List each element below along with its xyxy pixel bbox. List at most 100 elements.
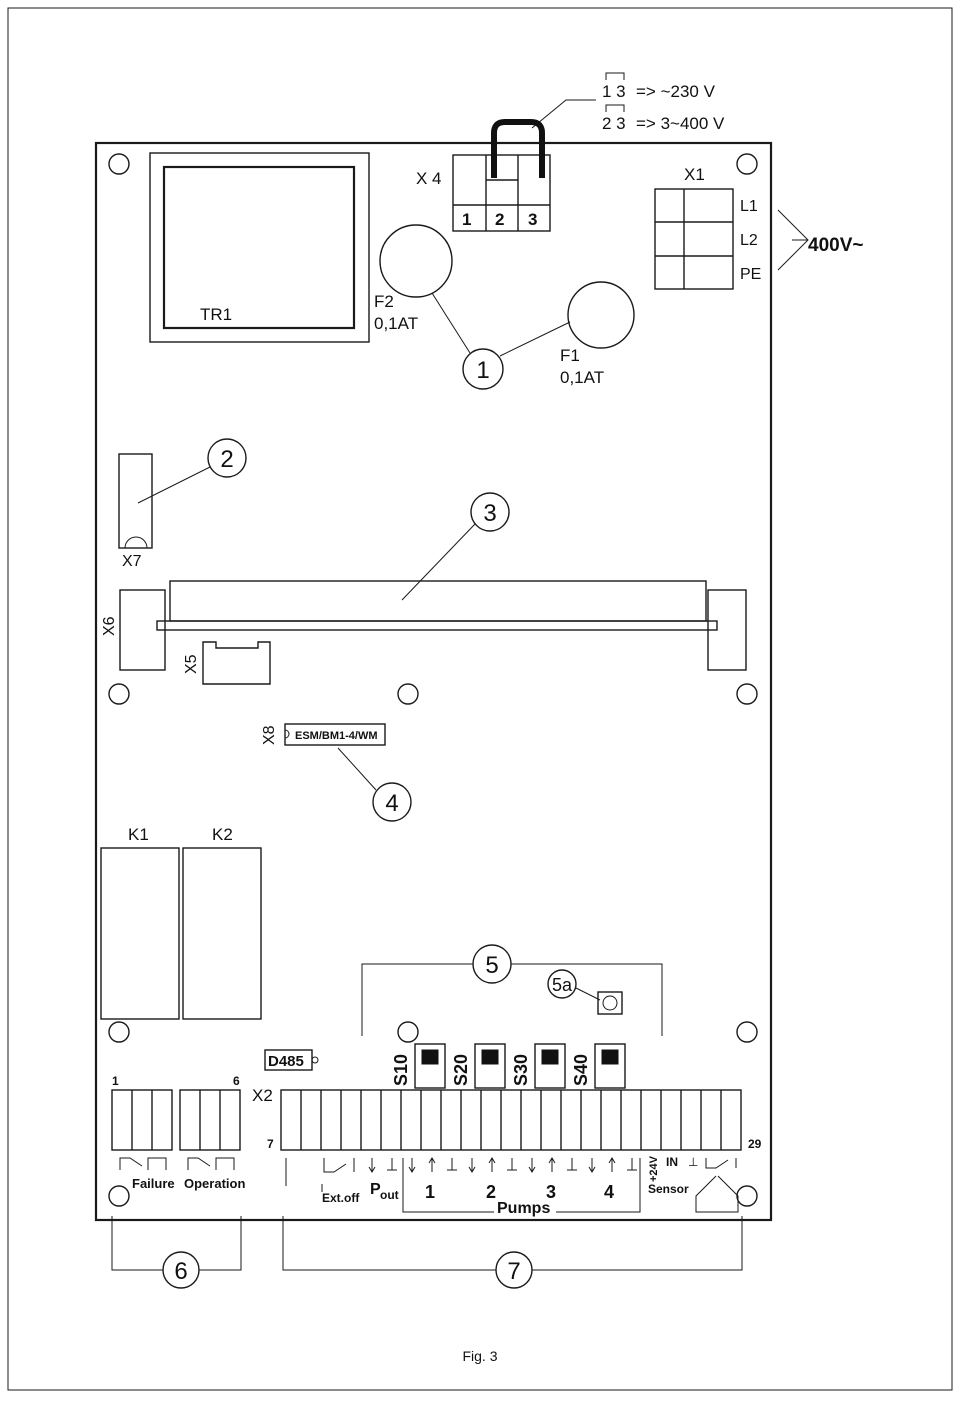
jumper-legend: 1 3 => ~230 V 2 3 => 3~400 V (531, 72, 725, 133)
f2-rating: 0,1AT (374, 314, 418, 333)
relay-k2 (182, 847, 262, 1020)
x4-pin-1: 1 (462, 210, 471, 229)
mounting-hole (736, 683, 758, 705)
mounting-hole (108, 153, 130, 175)
mounting-hole (736, 1185, 758, 1207)
supply-voltage-label: 400V~ (808, 235, 863, 256)
callout-1: 1 (476, 357, 489, 384)
output-arrow (588, 1158, 596, 1173)
callout-6: 6 (174, 1258, 187, 1285)
connector-x8: X8 ESM/BM1-4/WM 4 (261, 723, 412, 822)
ground-mark (507, 1158, 517, 1171)
switch-s20-label: S20 (451, 1054, 471, 1086)
circuit-board (94, 141, 773, 1222)
k2-label: K2 (212, 825, 233, 844)
switch-group: 5 5a (361, 944, 663, 1036)
f1-label: F1 (560, 346, 580, 365)
x4-label: X 4 (416, 169, 442, 188)
connector-d485: D485 (264, 1049, 319, 1071)
output-arrow (468, 1158, 476, 1173)
x5-label: X5 (183, 654, 200, 674)
terminal-29-label: 29 (748, 1137, 762, 1151)
page-frame (7, 7, 953, 1391)
jumper-pins-1: 1 3 (602, 82, 626, 101)
switch-s20 (474, 1043, 506, 1089)
terminal-7-label: 7 (267, 1137, 274, 1151)
input-arrow (488, 1157, 496, 1172)
x8-label: X8 (261, 725, 278, 745)
terminal-1-label: 1 (112, 1074, 119, 1088)
fuses: F2 0,1AT F1 0,1AT 1 (374, 224, 635, 390)
jumper-pins-2: 2 3 (602, 114, 626, 133)
pump-4-label: 4 (604, 1182, 614, 1202)
connector-x4: X 4 1 2 3 (416, 119, 551, 232)
callout-7-circle (495, 1251, 533, 1289)
callout-2-circle (207, 438, 247, 478)
figure-caption: Fig. 3 (462, 1348, 497, 1364)
failure-label: Failure (132, 1176, 175, 1191)
ground-mark (567, 1158, 577, 1171)
callout-7: 7 (507, 1258, 520, 1285)
x2-label: X2 (252, 1086, 273, 1105)
k1-label: K1 (128, 825, 149, 844)
terminal-strip-x2: X2 7 29 Ext.off P out 1 2 3 4 Pumps +24V… (252, 1086, 762, 1217)
jumper-value-1: => ~230 V (636, 82, 716, 101)
callout-5a-circle (547, 969, 577, 999)
operation-label: Operation (184, 1176, 245, 1191)
ext-off-label: Ext.off (322, 1191, 360, 1205)
connector-x5: X5 (183, 641, 271, 685)
callout-5a: 5a (552, 975, 573, 995)
ground-symbol: ⊥ (688, 1155, 698, 1169)
output-arrow (408, 1158, 416, 1173)
dip-switches: S10 S20 S30 S40 (391, 1043, 626, 1089)
x8-module-label: ESM/BM1-4/WM (295, 730, 378, 742)
callout-3-circle (470, 492, 510, 532)
in-label: IN (666, 1155, 678, 1169)
bottom-callouts: 6 7 (111, 1216, 743, 1289)
jumper-value-2: => 3~400 V (636, 114, 725, 133)
sensor-label: Sensor (648, 1182, 689, 1196)
ground-mark (387, 1158, 397, 1171)
x1-terminal-l1: L1 (740, 198, 758, 215)
tr1-label: TR1 (200, 305, 232, 324)
x4-pin-3: 3 (528, 210, 537, 229)
x4-pin-2: 2 (495, 210, 504, 229)
transformer-tr1: TR1 (149, 152, 370, 343)
switch-s30-label: S30 (511, 1054, 531, 1086)
relays: K1 K2 (100, 825, 262, 1020)
switch-s30 (534, 1043, 566, 1089)
connector-x1: X1 L1 L2 PE 400V~ (654, 165, 863, 290)
led-5a (597, 991, 623, 1015)
pumps-label: Pumps (497, 1200, 550, 1217)
p-out-subscript: out (380, 1188, 399, 1202)
mounting-hole (108, 1021, 130, 1043)
ground-mark (627, 1158, 637, 1171)
x1-terminal-l2: L2 (740, 232, 758, 249)
switch-s10 (414, 1043, 446, 1089)
callout-3: 3 (483, 500, 496, 527)
terminal-block-relays: 1 6 Failure Operation (111, 1074, 245, 1191)
callout-5-circle (472, 944, 512, 984)
mounting-hole (397, 683, 419, 705)
callout-4: 4 (385, 790, 398, 817)
mounting-hole (736, 153, 758, 175)
input-arrow (428, 1157, 436, 1172)
pump-1-label: 1 (425, 1182, 435, 1202)
pump-2-label: 2 (486, 1182, 496, 1202)
mounting-hole (736, 1021, 758, 1043)
x7-label: X7 (122, 553, 142, 570)
pump-3-label: 3 (546, 1182, 556, 1202)
mounting-hole (108, 683, 130, 705)
p-out-label: P (370, 1181, 381, 1198)
plus-24v-label: +24V (648, 1155, 660, 1182)
output-arrow (528, 1158, 536, 1173)
x1-terminal-pe: PE (740, 266, 761, 283)
f1-rating: 0,1AT (560, 368, 604, 387)
callout-2: 2 (220, 446, 233, 473)
callout-4-circle (372, 782, 412, 822)
input-arrow (608, 1157, 616, 1172)
mounting-hole (108, 1185, 130, 1207)
fuse-f2 (379, 224, 453, 298)
